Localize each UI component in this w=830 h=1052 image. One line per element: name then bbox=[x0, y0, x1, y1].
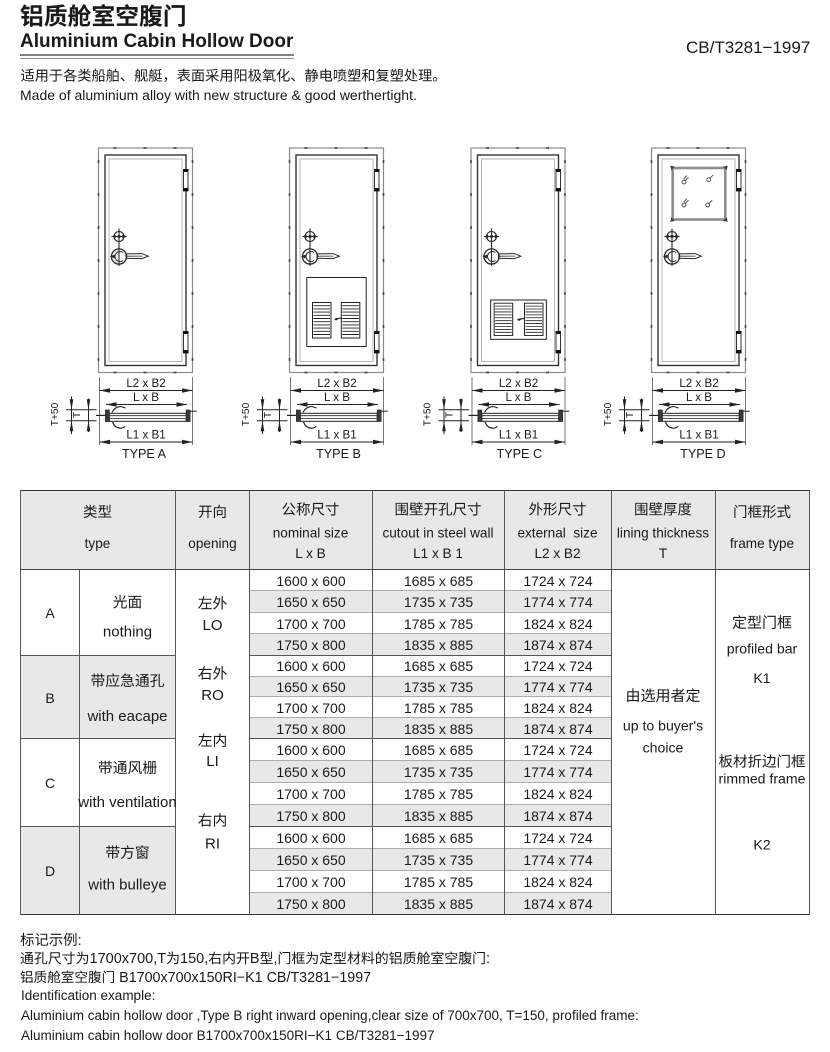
svg-text:RI: RI bbox=[205, 836, 220, 853]
svg-text:T: T bbox=[625, 412, 636, 418]
svg-text:nominal size: nominal size bbox=[273, 526, 349, 541]
svg-text:B1700x700x150RI−K1 CB/T3281−19: B1700x700x150RI−K1 CB/T3281−1997 bbox=[115, 970, 371, 986]
svg-text:T+50: T+50 bbox=[50, 402, 61, 426]
svg-text:L2 x B2: L2 x B2 bbox=[126, 377, 165, 390]
svg-text:L1 x B 1: L1 x B 1 bbox=[413, 546, 463, 561]
svg-text:L1 x B1: L1 x B1 bbox=[499, 429, 538, 442]
svg-text:TYPE C: TYPE C bbox=[497, 447, 543, 461]
svg-text:profiled bar: profiled bar bbox=[727, 640, 798, 656]
svg-text:opening: opening bbox=[188, 536, 236, 551]
svg-text:RO: RO bbox=[201, 687, 224, 704]
svg-text:TYPE A: TYPE A bbox=[122, 447, 167, 461]
svg-text:1700x700,T: 1700x700,T bbox=[90, 951, 167, 967]
svg-text:T: T bbox=[263, 412, 274, 418]
svg-text:TYPE D: TYPE D bbox=[680, 447, 726, 461]
svg-text:T: T bbox=[659, 546, 667, 561]
svg-text:T+50: T+50 bbox=[241, 402, 252, 426]
svg-text:L x B: L x B bbox=[686, 391, 712, 404]
svg-text:choice: choice bbox=[643, 739, 684, 755]
svg-text:L2 x B2: L2 x B2 bbox=[317, 377, 356, 390]
svg-text:type: type bbox=[85, 536, 111, 551]
svg-text:TYPE B: TYPE B bbox=[316, 447, 361, 461]
svg-text:LI: LI bbox=[206, 753, 219, 770]
svg-text:150,: 150, bbox=[180, 951, 208, 967]
svg-text:external size: external size bbox=[517, 526, 597, 541]
svg-text:LO: LO bbox=[202, 617, 222, 634]
svg-text:with bulleye: with bulleye bbox=[87, 877, 166, 894]
svg-text:T+50: T+50 bbox=[423, 402, 434, 426]
svg-text:up to buyer's: up to buyer's bbox=[623, 717, 703, 733]
svg-text:cutout in steel wall: cutout in steel wall bbox=[382, 526, 493, 541]
svg-text:L x B: L x B bbox=[295, 546, 325, 561]
svg-text:L2 x B2: L2 x B2 bbox=[534, 546, 580, 561]
svg-text:L2 x B2: L2 x B2 bbox=[679, 377, 718, 390]
svg-text:lining thickness: lining thickness bbox=[617, 526, 709, 541]
svg-text:frame type: frame type bbox=[730, 536, 794, 551]
svg-text:,: , bbox=[274, 951, 278, 967]
svg-text:B: B bbox=[250, 951, 260, 967]
svg-text:with eacape: with eacape bbox=[86, 708, 167, 725]
svg-text:L1 x B1: L1 x B1 bbox=[126, 429, 165, 442]
svg-text:K1: K1 bbox=[753, 670, 770, 686]
svg-text::: : bbox=[486, 951, 490, 967]
svg-text:with ventilation: with ventilation bbox=[77, 794, 176, 811]
svg-text:nothing: nothing bbox=[103, 623, 152, 640]
svg-text:L1 x B1: L1 x B1 bbox=[679, 429, 718, 442]
svg-text:L x B: L x B bbox=[324, 391, 350, 404]
svg-text:L x B: L x B bbox=[506, 391, 532, 404]
svg-text:rimmed frame: rimmed frame bbox=[719, 770, 806, 786]
svg-text:L2 x B2: L2 x B2 bbox=[499, 377, 538, 390]
svg-text:T+50: T+50 bbox=[603, 402, 614, 426]
svg-text:K2: K2 bbox=[753, 836, 770, 852]
svg-text:T: T bbox=[72, 412, 83, 418]
svg-text::: : bbox=[78, 933, 82, 949]
svg-text:L x B: L x B bbox=[133, 391, 159, 404]
svg-text:L1 x B1: L1 x B1 bbox=[317, 429, 356, 442]
svg-text:T: T bbox=[445, 412, 456, 418]
